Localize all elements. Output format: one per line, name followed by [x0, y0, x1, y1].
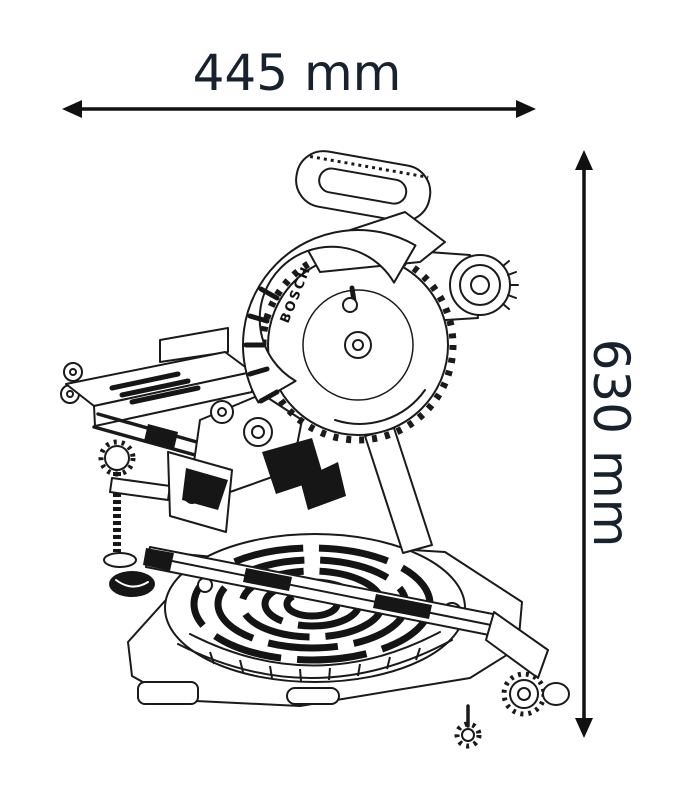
width-dimension: 445 mm [62, 44, 536, 118]
pivot-assembly [167, 393, 346, 533]
link-arm [364, 427, 433, 554]
handle [295, 150, 432, 223]
miter-saw-illustration: BOSCH [60, 150, 570, 749]
extension-knob [454, 671, 570, 749]
width-dimension-label: 445 mm [193, 44, 402, 102]
height-dimension-arrow [575, 150, 593, 738]
blade-hub [334, 297, 426, 425]
fence-rail [143, 546, 549, 679]
mitre-lock-handle [286, 687, 340, 705]
width-dimension-arrow [62, 100, 536, 118]
work-clamp [98, 439, 171, 597]
height-dimension: 630 mm [575, 150, 640, 738]
height-dimension-label: 630 mm [582, 339, 640, 548]
